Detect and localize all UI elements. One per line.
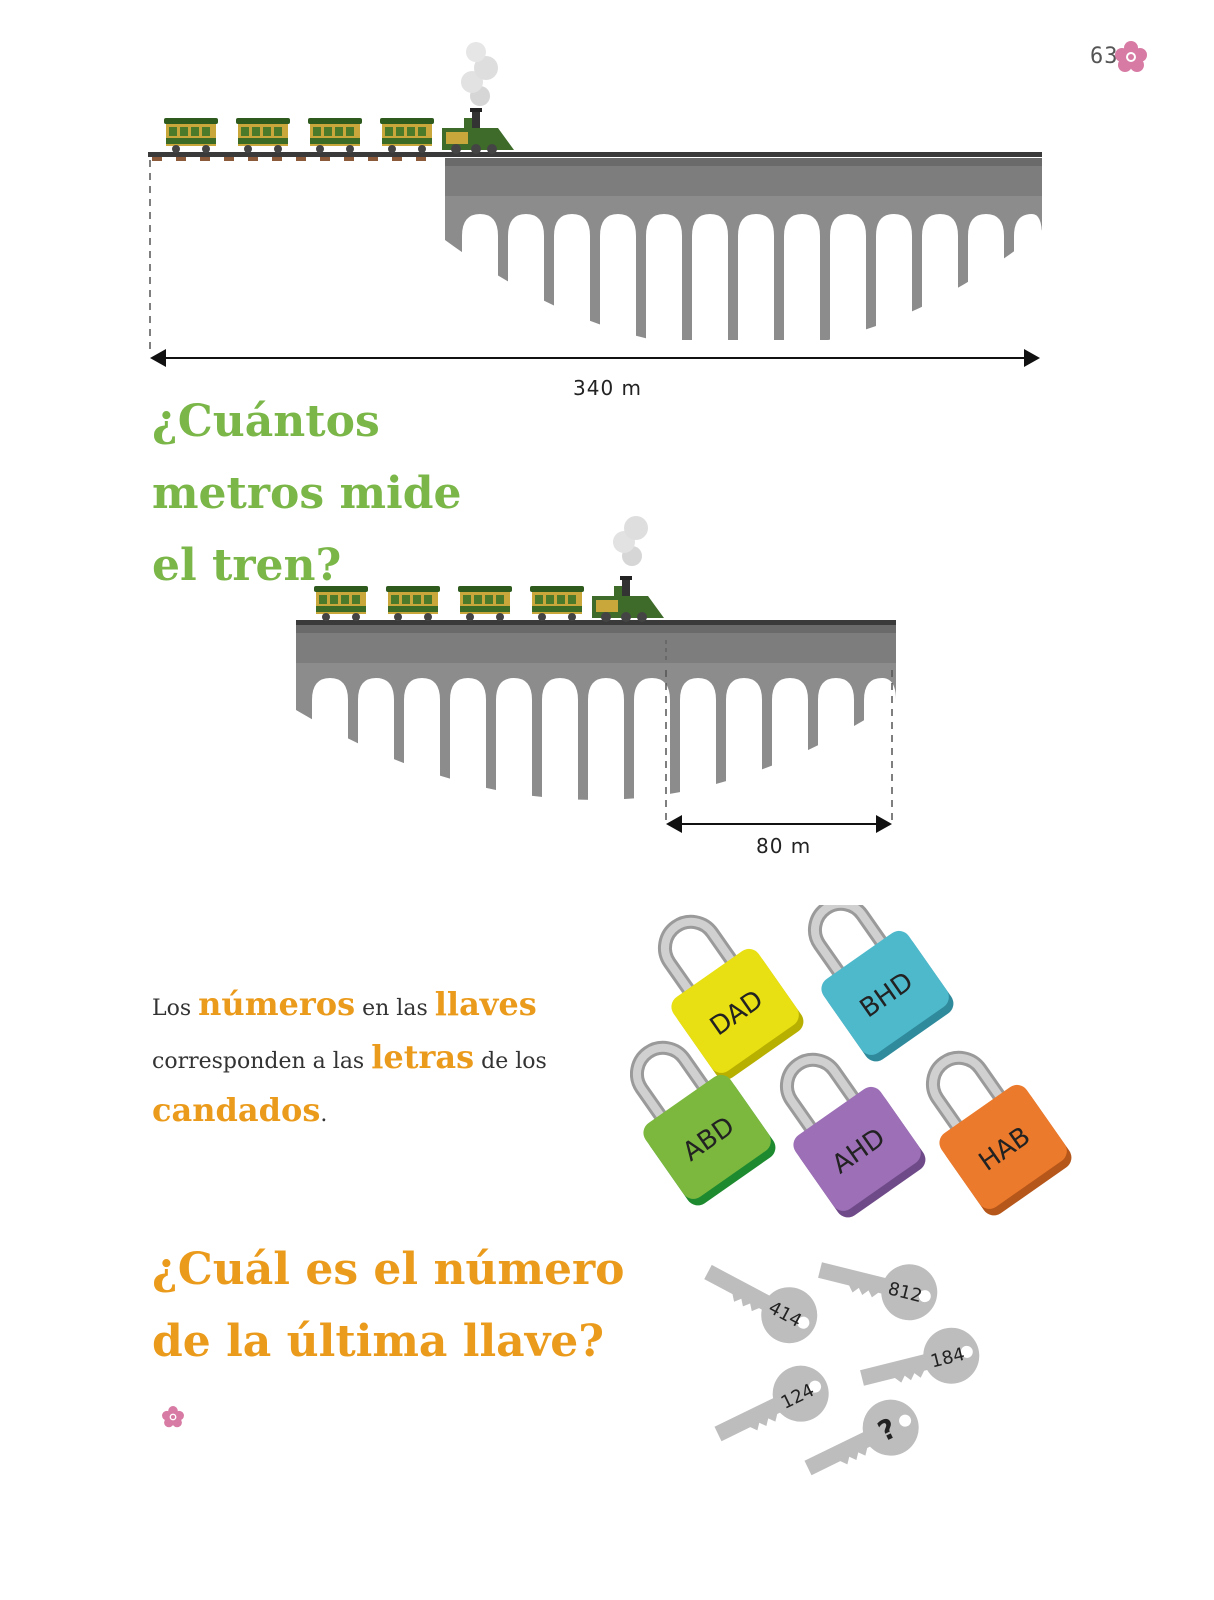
distance-label-340: 340 m: [573, 376, 643, 400]
statement-text: en las: [362, 996, 428, 1021]
padlock-dad: DAD: [633, 905, 804, 1080]
statement-highlight: letras: [371, 1038, 475, 1076]
statement-text: Los: [152, 996, 192, 1021]
statement-text: corresponden a las: [152, 1049, 365, 1074]
question-last-key: ¿Cuál es el número de la última llave?: [152, 1234, 672, 1450]
statement-text: .: [320, 1102, 328, 1127]
padlock-statement: Los números en las llaves corresponden a…: [152, 980, 612, 1139]
train-bridge-diagram-1: [148, 42, 1050, 400]
padlocks-group: DAD BHD ABD AHD HAB: [630, 905, 1072, 1218]
statement-highlight: números: [198, 985, 356, 1023]
question-line: el tren?: [152, 540, 342, 591]
distance-label-80: 80 m: [756, 834, 812, 858]
question-line: metros mide: [152, 468, 462, 519]
question-line: de la última llave?: [152, 1306, 672, 1450]
keys-group: 414 812 184 124 ?: [694, 1250, 986, 1490]
key-unknown: ?: [795, 1390, 929, 1490]
train-bridge-diagram-2: [296, 516, 896, 860]
page-number: 63: [1090, 44, 1119, 69]
question-line-text: de la última llave?: [152, 1316, 605, 1367]
question-line: ¿Cuántos: [152, 396, 380, 447]
padlock-ahd: AHD: [755, 1035, 926, 1218]
flower-icon: [1115, 41, 1147, 72]
question-train-length: ¿Cuántos metros mide el tren?: [152, 386, 492, 602]
question-line: ¿Cuál es el número: [152, 1244, 625, 1295]
padlock-bhd: BHD: [783, 905, 954, 1062]
statement-highlight: candados: [152, 1091, 321, 1129]
statement-text: de los: [481, 1049, 547, 1074]
statement-highlight: llaves: [434, 985, 537, 1023]
key-124: 124: [705, 1356, 839, 1460]
padlock-abd: ABD: [630, 1023, 776, 1206]
key-184: 184: [855, 1321, 986, 1406]
padlock-hab: HAB: [901, 1033, 1072, 1216]
key-414: 414: [694, 1250, 828, 1354]
key-812: 812: [813, 1250, 944, 1327]
flower-icon: [162, 1406, 184, 1428]
